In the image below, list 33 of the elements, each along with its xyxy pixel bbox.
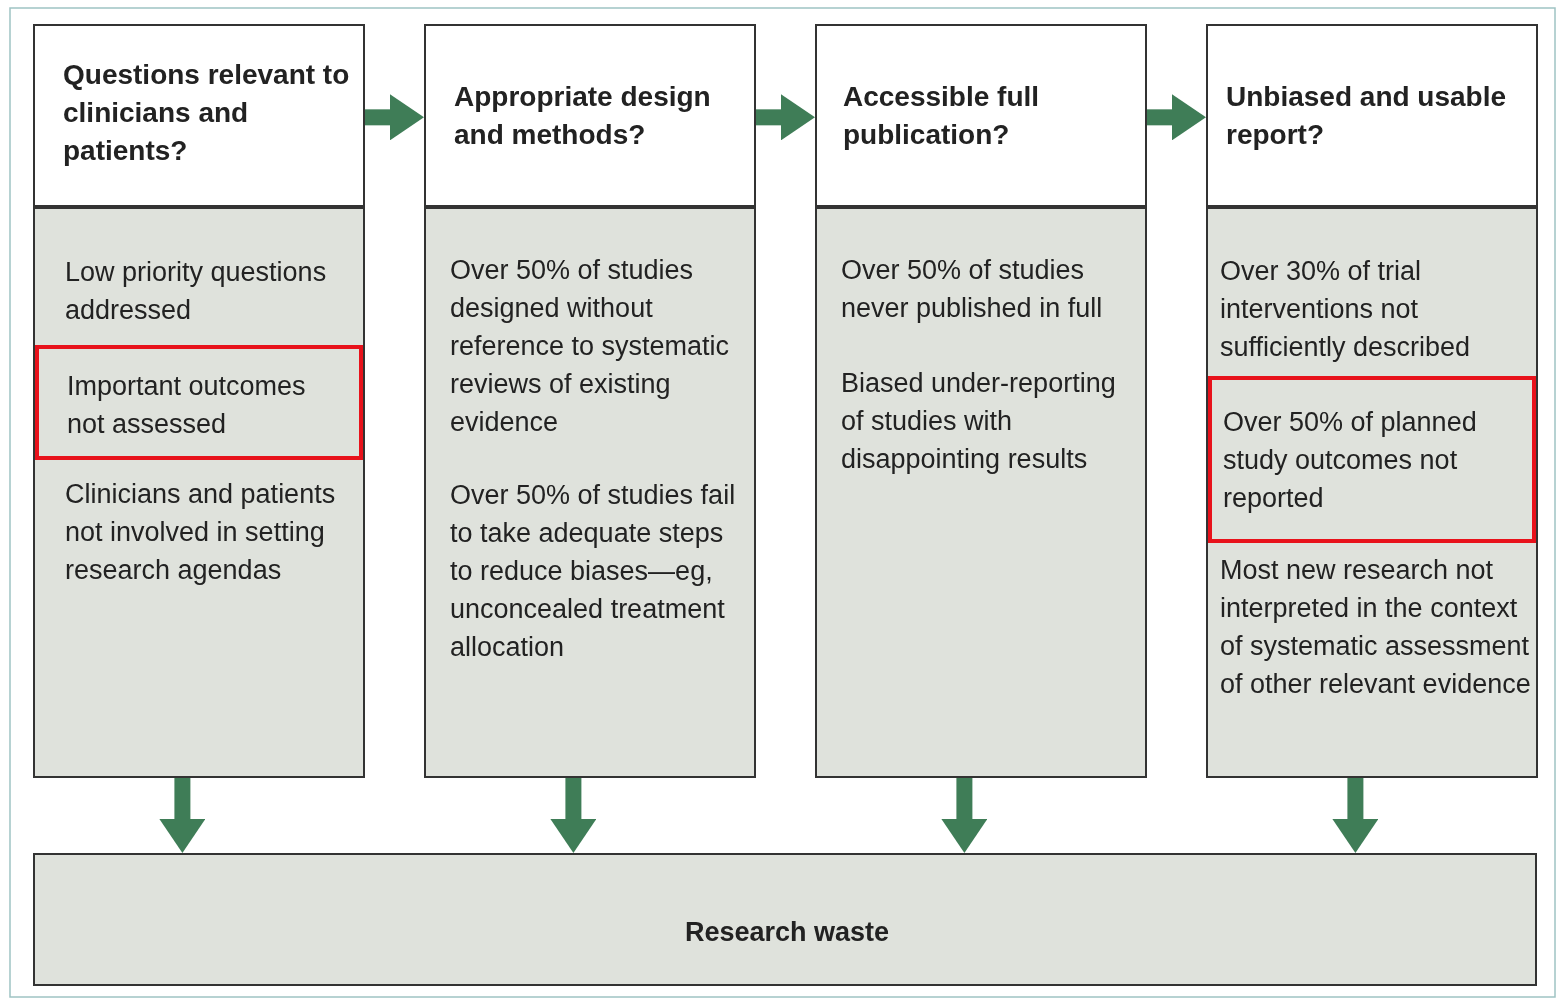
question-text: Questions relevant to clinicians and patients? xyxy=(63,58,351,168)
question-text: Unbiased and usable report? xyxy=(1226,80,1508,152)
finding-text: Over 50% of studies fail to take adequate steps to reduce biases—eg, unconcealed treatment allocation xyxy=(450,479,737,664)
block-arrow xyxy=(756,94,815,141)
finding-text: Over 50% of planned study outcomes not reported xyxy=(1223,406,1478,515)
question-text: Appropriate design and methods? xyxy=(454,80,712,152)
highlight-box xyxy=(35,345,363,460)
finding-text: Clinicians and patients not involved in setting research agendas xyxy=(65,478,337,587)
question-header-box xyxy=(424,24,756,207)
block-arrow xyxy=(159,778,206,853)
finding-text: Over 30% of trial interventions not sufficiently described xyxy=(1220,255,1472,364)
block-arrow xyxy=(365,94,424,141)
finding-text: Most new research not interpreted in the context of systematic assessment of other relevant evidence xyxy=(1220,554,1532,701)
problem-panel xyxy=(1206,207,1538,778)
finding-text: Low priority questions addressed xyxy=(65,256,328,327)
block-arrow xyxy=(550,778,597,853)
finding-text: Important outcomes not assessed xyxy=(67,370,307,441)
problem-panel xyxy=(815,207,1147,778)
question-header-box xyxy=(33,24,365,207)
question-header-box xyxy=(815,24,1147,207)
highlight-box xyxy=(1208,376,1536,543)
problem-panel xyxy=(33,207,365,778)
outcome-label: Research waste xyxy=(683,916,891,949)
block-arrow xyxy=(941,778,988,853)
problem-panel xyxy=(424,207,756,778)
finding-text: Over 50% of studies never published in full xyxy=(841,254,1104,325)
finding-text: Over 50% of studies designed without reference to systematic reviews of existing evidence xyxy=(450,254,731,439)
block-arrow xyxy=(1332,778,1379,853)
question-header-box xyxy=(1206,24,1538,207)
question-text: Accessible full publication? xyxy=(843,80,1041,152)
finding-text: Biased under-reporting of studies with disappointing results xyxy=(841,367,1117,476)
block-arrow xyxy=(1147,94,1206,141)
outcome-box xyxy=(33,853,1537,986)
